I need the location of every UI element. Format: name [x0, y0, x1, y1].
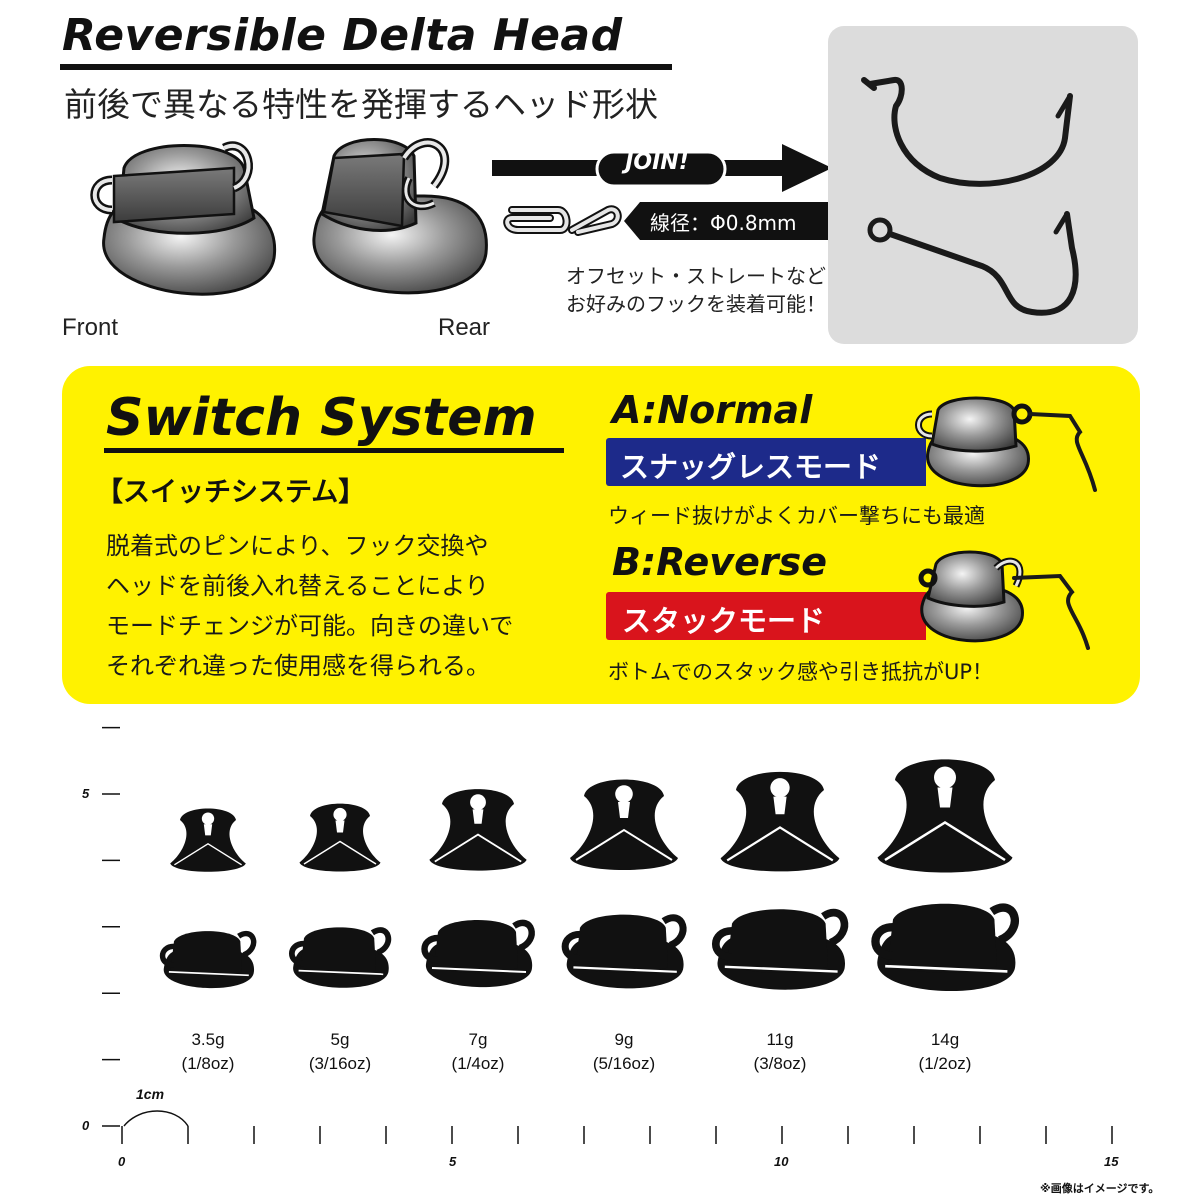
- switch-system-jp-title: 【スイッチシステム】: [96, 477, 366, 508]
- ruler-x-label-0: 0: [118, 1154, 126, 1169]
- footnote: ※画像はイメージです。: [1040, 1182, 1160, 1195]
- mode-b-description: ボトムでのスタック感や引き抵抗がUP！: [608, 660, 994, 684]
- mode-a-title: A:Normal: [612, 388, 813, 432]
- mode-b-head-icon: [918, 550, 1090, 650]
- mode-b-title: B:Reverse: [612, 540, 827, 584]
- pin-icon: [503, 205, 622, 236]
- switch-system-title: Switch System: [106, 388, 537, 448]
- size-label: 3.5g (1/8oz): [153, 1028, 263, 1076]
- size-weight: 9g: [614, 1030, 634, 1049]
- front-head-illustration: [90, 141, 277, 296]
- size-oz: (1/8oz): [181, 1054, 235, 1073]
- size-weight: 14g: [930, 1030, 960, 1049]
- straight-hook-icon: [867, 211, 1079, 316]
- ruler-x-label-5: 5: [449, 1154, 457, 1169]
- page-subtitle: 前後で異なる特性を発揮するヘッド形状: [64, 85, 658, 124]
- offset-hook-icon: [861, 76, 1073, 187]
- size-label: 7g (1/4oz): [423, 1028, 533, 1076]
- title-underline: [60, 64, 672, 70]
- size-label: 9g (5/16oz): [569, 1028, 679, 1076]
- size-label: 14g (1/2oz): [890, 1028, 1000, 1076]
- hook-compat-note-line1: オフセット・ストレートなど: [566, 264, 826, 288]
- switch-system-description: 脱着式のピンにより、フック交換や ヘッドを前後入れ替えることにより モードチェン…: [106, 526, 513, 686]
- page-title: Reversible Delta Head: [62, 10, 623, 61]
- rear-label: Rear: [438, 314, 491, 341]
- description-line: それぞれ違った使用感を得られる。: [106, 652, 490, 680]
- size-label: 5g (3/16oz): [285, 1028, 395, 1076]
- ruler-y-label-5: 5: [82, 786, 90, 801]
- hook-compat-note: オフセット・ストレートなど お好みのフックを装着可能！: [566, 262, 826, 318]
- mode-a-head-icon: [915, 396, 1097, 492]
- ruler-y-label-0: 0: [82, 1118, 90, 1133]
- front-label: Front: [62, 314, 119, 341]
- rear-head-illustration: [312, 138, 488, 295]
- size-oz: (5/16oz): [592, 1054, 656, 1073]
- size-oz: (3/8oz): [753, 1054, 807, 1073]
- join-label: JOIN!: [625, 150, 689, 175]
- size-oz: (1/2oz): [918, 1054, 972, 1073]
- wire-callout: [624, 202, 846, 240]
- size-weight: 5g: [330, 1030, 350, 1049]
- ruler-unit-label: 1cm: [136, 1086, 165, 1102]
- size-weight: 7g: [468, 1030, 488, 1049]
- size-weight: 3.5g: [191, 1030, 225, 1049]
- join-arrow: [492, 144, 832, 192]
- mode-a-band-label: スナッグレスモード: [620, 450, 882, 484]
- ruler-x-label-15: 15: [1104, 1154, 1119, 1169]
- mode-a-band: [606, 438, 926, 486]
- size-oz: (3/16oz): [308, 1054, 372, 1073]
- wire-diameter-label: 線径：Φ0.8mm: [650, 211, 797, 235]
- description-line: 脱着式のピンにより、フック交換や: [106, 532, 489, 560]
- size-label: 11g (3/8oz): [725, 1028, 835, 1076]
- switch-system-underline: [104, 448, 564, 453]
- description-line: モードチェンジが可能。向きの違いで: [106, 612, 514, 640]
- size-oz: (1/4oz): [451, 1054, 505, 1073]
- description-line: ヘッドを前後入れ替えることにより: [106, 572, 489, 600]
- mode-b-band: [606, 592, 926, 640]
- hook-compat-note-line2: お好みのフックを装着可能！: [566, 292, 826, 316]
- ruler-x-label-10: 10: [774, 1154, 789, 1169]
- mode-b-band-label: スタックモード: [622, 604, 826, 638]
- size-weight: 11g: [766, 1030, 794, 1049]
- mode-a-description: ウィード抜けがよくカバー撃ちにも最適: [608, 504, 985, 528]
